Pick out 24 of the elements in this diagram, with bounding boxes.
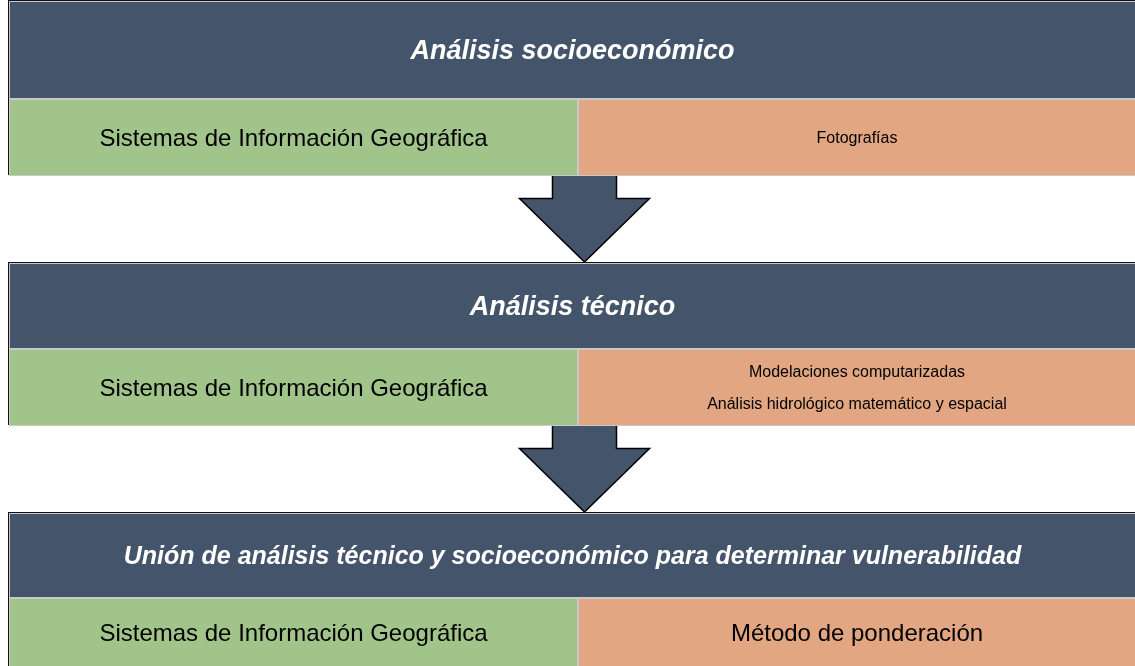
method-cell [578, 99, 1135, 176]
section-title: Análisis técnico [469, 290, 676, 322]
cell-text: Sistemas de Información Geográfica [99, 123, 488, 152]
tool-cell [9, 99, 578, 176]
section-title: Análisis socioeconómico [410, 34, 735, 66]
tool-cell [9, 349, 578, 426]
method-cell [578, 349, 1135, 426]
tool-cell [9, 598, 578, 666]
cell-text: Sistemas de Información Geográfica [99, 373, 488, 402]
header-band [9, 263, 1135, 349]
method-cell [578, 598, 1135, 666]
section-frame [8, 0, 1135, 175]
section-frame [8, 512, 1135, 666]
cell-text: Sistemas de Información Geográfica [99, 618, 488, 647]
header-band [9, 1, 1135, 99]
cell-text: Análisis hidrológico matemático y espacial [707, 394, 1007, 413]
block-arrow [517, 174, 652, 264]
header-band [9, 513, 1135, 598]
block-arrow [517, 424, 652, 514]
section-title: Unión de análisis técnico y socioeconómico para determinar vulnerabilidad [123, 541, 1022, 570]
cell-text: Modelaciones computarizadas [748, 362, 966, 381]
cell-text: Método de ponderación [730, 618, 984, 647]
cell-text: Fotografías [816, 128, 898, 147]
section-frame [8, 262, 1135, 425]
